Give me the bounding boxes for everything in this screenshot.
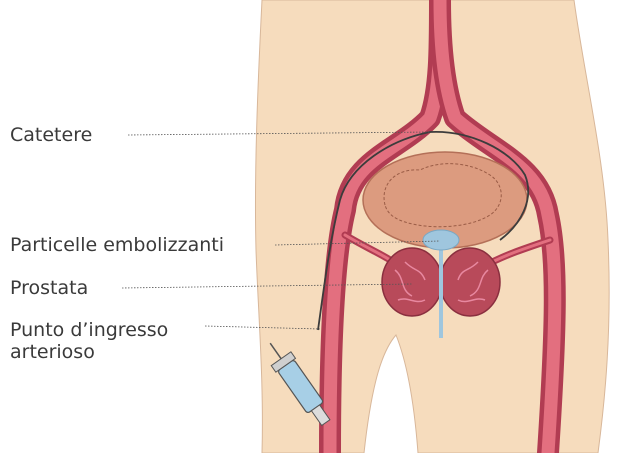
label-prostate: Prostata	[10, 277, 88, 299]
label-catheter: Catetere	[10, 124, 92, 146]
label-embolizing-particles: Particelle embolizzanti	[10, 234, 224, 256]
label-arterial-entry-point: Punto d’ingresso arterioso	[10, 319, 168, 363]
label-arterial-entry-line2: arterioso	[10, 341, 168, 363]
label-arterial-entry-line1: Punto d’ingresso	[10, 319, 168, 341]
embolizing-particles	[423, 230, 459, 250]
